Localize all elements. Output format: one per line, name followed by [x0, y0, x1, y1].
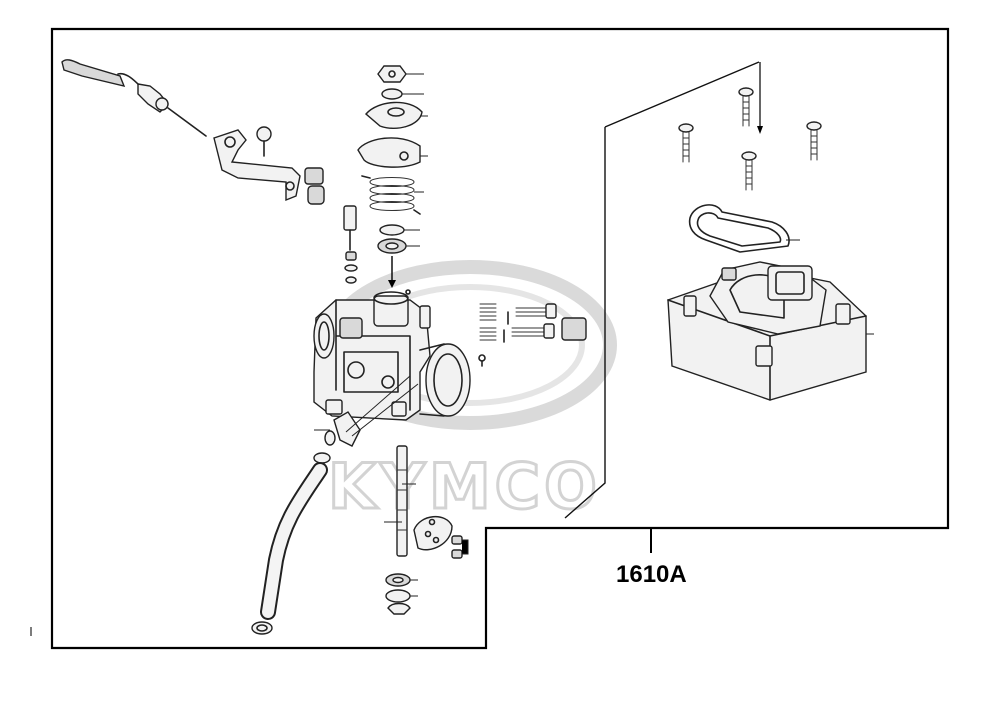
kit-screw-right [806, 121, 822, 161]
cable-bracket [213, 129, 301, 202]
carburetor-intake-flange [313, 313, 335, 359]
washer-middle [379, 224, 405, 236]
jet-needle-column [384, 445, 416, 557]
float-chamber-plate [413, 516, 453, 551]
bracket-screw [256, 126, 272, 157]
assembly-arrow-head [388, 280, 396, 288]
throttle-plate [357, 137, 421, 168]
seal-ring [377, 238, 407, 254]
throttle-pulley [365, 101, 423, 130]
fuel-hose [260, 462, 328, 620]
plate-screws [451, 535, 469, 559]
carburetor-body [313, 291, 431, 421]
part-number-label: 1610A [616, 561, 687, 588]
float-chamber [667, 261, 874, 401]
fuel-nipple-elbow [314, 375, 419, 447]
kit-screw-top [738, 87, 754, 127]
cable-adjuster [304, 167, 325, 205]
top-cap-nut [377, 65, 407, 83]
kymco-watermark: KYMCO [323, 260, 617, 525]
idle-adjust-cap [561, 317, 587, 341]
watermark-text: KYMCO [328, 450, 601, 523]
washer-top [381, 88, 403, 100]
jet-washers [385, 573, 418, 615]
carburetor-outlet-flange [419, 343, 471, 417]
hose-clip-bottom [251, 621, 273, 635]
diagram-frame [50, 27, 950, 650]
starter-plunger [343, 205, 358, 284]
pilot-screws [511, 303, 557, 339]
hose-clip-top [313, 452, 331, 464]
kit-screw-center [741, 151, 757, 191]
throttle-return-spring [361, 175, 421, 215]
kit-assembly-arrow [757, 62, 763, 134]
float-chamber-gasket [688, 204, 800, 253]
throttle-cable [61, 59, 207, 137]
pilot-screw-springs [479, 303, 497, 341]
kit-screw-left [678, 123, 694, 163]
kit-inset-outline [564, 61, 760, 519]
top-stack-leaders [402, 73, 428, 247]
small-fittings [405, 289, 509, 367]
throttle-stop-screw-stub [419, 305, 431, 329]
